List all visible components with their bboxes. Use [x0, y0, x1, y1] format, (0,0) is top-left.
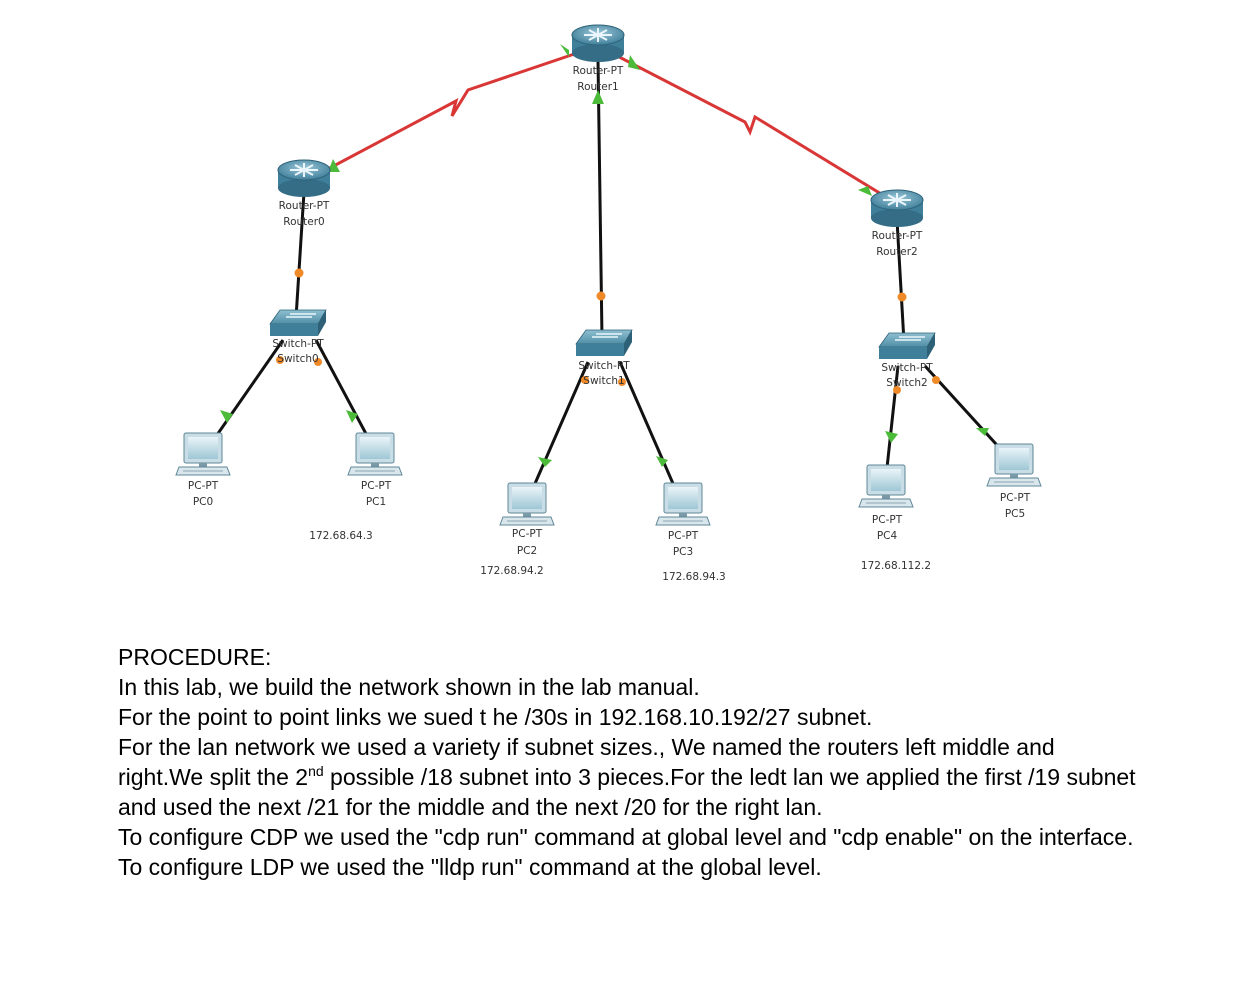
link-router0-switch0: [294, 191, 306, 319]
pc5-name-label: PC5: [1005, 508, 1025, 520]
pc1-device[interactable]: PC-PT PC1: [347, 432, 403, 508]
pc2-name-label: PC2: [517, 545, 537, 557]
pc3-device[interactable]: PC-PT PC3: [655, 482, 711, 558]
router0-name-label: Router0: [283, 216, 324, 228]
router2-type-label: Router-PT: [872, 230, 923, 242]
link-status-indicators: [220, 44, 989, 467]
link-switch0-pc1: [314, 339, 374, 446]
serial-link-router1-router2: [597, 44, 897, 205]
pc0-type-label: PC-PT: [188, 480, 219, 492]
pc4-ip-label: 172.68.112.2: [861, 560, 931, 572]
pc1-ip-label: 172.68.64.3: [309, 530, 372, 542]
router1-type-label: Router-PT: [573, 65, 624, 77]
pc5-device[interactable]: PC-PT PC5: [986, 443, 1042, 520]
ordinal-superscript: nd: [308, 763, 324, 779]
pc-icon: [347, 432, 403, 476]
pc4-type-label: PC-PT: [872, 514, 903, 526]
pc4-name-label: PC4: [877, 530, 898, 542]
procedure-section: PROCEDURE: In this lab, we build the net…: [118, 642, 1138, 882]
procedure-line-3-part-a: For the lan network we used a variety if…: [118, 734, 1055, 790]
procedure-line-2: For the point to point links we sued t h…: [118, 704, 873, 730]
network-topology-diagram: Router-PT Router1 Router-PT Router0 Rout…: [175, 24, 1042, 583]
link-switch1-pc3: [618, 361, 680, 496]
pc-icon: [655, 482, 711, 526]
link-router2-switch2: [895, 219, 906, 343]
pc2-type-label: PC-PT: [512, 528, 543, 540]
router1-device[interactable]: Router-PT Router1: [571, 24, 625, 93]
pc2-ip-label: 172.68.94.2: [480, 565, 543, 577]
link-switch2-pc4: [884, 365, 900, 478]
pc3-ip-label: 172.68.94.3: [662, 571, 725, 583]
pc0-device[interactable]: PC-PT PC0: [175, 432, 231, 508]
pc-icon: [175, 432, 231, 476]
link-switch0-pc0: [208, 339, 285, 446]
router-icon: [870, 189, 924, 228]
procedure-line-5: To configure LDP we used the "lldp run" …: [118, 854, 822, 880]
pc4-device[interactable]: PC-PT PC4: [858, 464, 914, 542]
router2-name-label: Router2: [876, 246, 917, 258]
pc-icon: [499, 482, 555, 526]
pc3-name-label: PC3: [673, 546, 693, 558]
switch2-type-label: Switch-PT: [881, 362, 933, 374]
switch-icon: [575, 329, 633, 357]
switch1-name-label: Switch1: [583, 375, 624, 387]
procedure-line-4: To configure CDP we used the "cdp run" c…: [118, 824, 1134, 850]
switch-icon: [269, 309, 327, 337]
procedure-line-3: For the lan network we used a variety if…: [118, 732, 1138, 822]
router2-device[interactable]: Router-PT Router2: [870, 189, 924, 258]
switch0-name-label: Switch0: [277, 353, 318, 365]
switch1-type-label: Switch-PT: [578, 360, 630, 372]
procedure-line-3-part-b: possible /18 subnet into 3 pieces.For th…: [118, 764, 1136, 820]
router1-name-label: Router1: [577, 81, 618, 93]
switch2-name-label: Switch2: [886, 377, 927, 389]
pc3-type-label: PC-PT: [668, 530, 699, 542]
router0-device[interactable]: Router-PT Router0: [277, 159, 331, 228]
switch0-type-label: Switch-PT: [272, 338, 324, 350]
router-icon: [277, 159, 331, 198]
switch2-device[interactable]: Switch-PT Switch2: [878, 332, 936, 389]
switch1-device[interactable]: Switch-PT Switch1: [575, 329, 633, 387]
procedure-heading: PROCEDURE:: [118, 644, 272, 670]
pc1-type-label: PC-PT: [361, 480, 392, 492]
pc-icon: [858, 464, 914, 508]
pc1-name-label: PC1: [366, 496, 386, 508]
link-switch1-pc2: [528, 361, 590, 496]
pc0-name-label: PC0: [193, 496, 213, 508]
switch0-device[interactable]: Switch-PT Switch0: [269, 309, 327, 365]
pc-icon: [986, 443, 1042, 487]
serial-link-router1-router0: [310, 44, 599, 180]
switch-icon: [878, 332, 936, 360]
pc2-device[interactable]: PC-PT PC2: [499, 482, 555, 557]
router0-type-label: Router-PT: [279, 200, 330, 212]
router-icon: [571, 24, 625, 63]
pc5-type-label: PC-PT: [1000, 492, 1031, 504]
procedure-line-1: In this lab, we build the network shown …: [118, 674, 700, 700]
